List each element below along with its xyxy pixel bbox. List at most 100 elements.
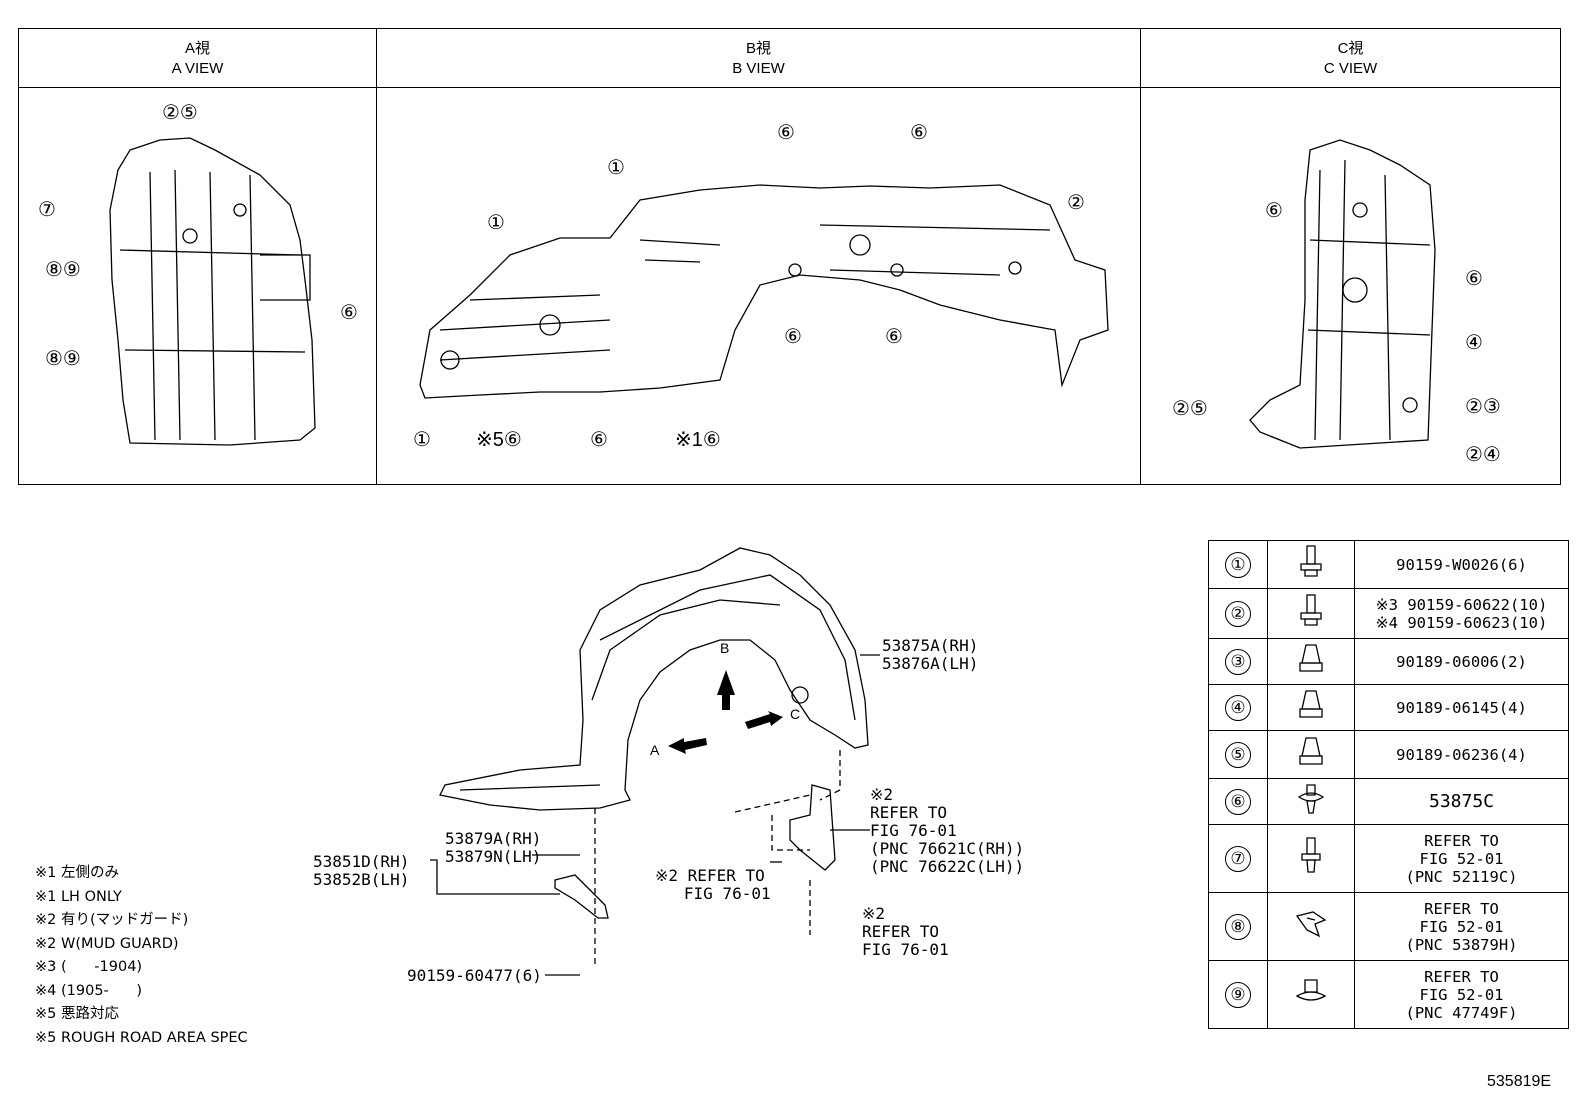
part-number-bolt: 90159-60477(6) — [407, 966, 542, 985]
view-arrows — [668, 670, 783, 754]
callout-c-6: ②④ — [1465, 444, 1501, 466]
view-a-title-en: A VIEW — [171, 60, 224, 77]
legend-number: ⑧ — [1225, 913, 1251, 940]
view-c-panel: C視 C VIEW — [1141, 29, 1560, 484]
legend-row: ③ 90189-06006(2) — [1208, 638, 1569, 685]
callout-b-2: ⑥ — [910, 122, 928, 144]
part-number-main: 53875A(RH) 53876A(LH) — [882, 636, 979, 673]
callout-a-2: ⑦ — [38, 199, 56, 221]
legend-number: ④ — [1225, 694, 1251, 721]
legend-part-number: 90189-06145(4) — [1354, 684, 1569, 731]
note-line: ※2 有り(マッドガード) — [35, 912, 189, 928]
mud-guard-drawing — [789, 784, 836, 871]
callout-c-1: ⑥ — [1265, 200, 1283, 222]
callout-b-11: ※1⑥ — [675, 429, 721, 451]
note-line: ※5 悪路対応 — [35, 1006, 119, 1022]
nut-icon — [1299, 690, 1323, 718]
callout-c-5: ②③ — [1465, 396, 1501, 418]
view-c-header: C視 C VIEW — [1141, 29, 1560, 88]
callout-c-4: ②⑤ — [1172, 398, 1208, 420]
callout-a-1: ②⑤ — [162, 102, 198, 124]
note-line: ※5 ROUGH ROAD AREA SPEC — [35, 1029, 248, 1046]
grommet-icon — [1295, 979, 1327, 1001]
notes-block: ※1 左側のみ ※1 LH ONLY ※2 有り(マッドガード) ※2 W(MU… — [35, 862, 248, 1050]
legend-number: ⑥ — [1225, 788, 1251, 815]
legend-part-number: 53875C — [1354, 778, 1569, 825]
reference-bottom: ※2 REFER TO FIG 76-01 — [862, 904, 949, 959]
view-b-panel: B視 B VIEW — [377, 29, 1141, 484]
nut-icon — [1299, 737, 1323, 765]
legend-row: ⑧ REFER TO FIG 52-01 (PNC 53879H) — [1208, 892, 1569, 961]
legend-part-number: ※3 90159-60622(10) ※4 90159-60623(10) — [1354, 588, 1569, 639]
view-a-panel: A視 A VIEW — [19, 29, 377, 484]
callout-c-2: ⑥ — [1465, 268, 1483, 290]
legend-row: ② ※3 90159-60622(10) ※4 90159-60623(10) — [1208, 588, 1569, 639]
legend-number: ③ — [1225, 648, 1251, 675]
legend-row: ① 90159-W0026(6) — [1208, 540, 1569, 589]
reference-top: ※2 REFER TO FIG 76-01 (PNC 76621C(RH)) (… — [870, 785, 1025, 876]
callout-b-6: ⑥ — [784, 326, 802, 348]
retainer-icon — [1295, 911, 1327, 938]
legend-number: ⑦ — [1225, 845, 1251, 872]
view-a-liner-drawing — [109, 137, 316, 446]
legend-row: ⑦ REFER TO FIG 52-01 (PNC 52119C) — [1208, 824, 1569, 893]
callout-b-10: ⑥ — [590, 429, 608, 451]
arrow-label-c: C — [790, 706, 801, 722]
legend-row: ⑨ REFER TO FIG 52-01 (PNC 47749F) — [1208, 960, 1569, 1029]
callout-b-3: ① — [607, 157, 625, 179]
legend-number: ⑨ — [1225, 981, 1251, 1008]
callout-c-3: ④ — [1465, 332, 1483, 354]
fastener-legend-table: ① 90159-W0026(6) ② ※3 90159-60622(10) ※4… — [1208, 540, 1569, 1029]
legend-row: ⑥ 53875C — [1208, 778, 1569, 825]
view-c-title-en: C VIEW — [1323, 60, 1378, 77]
pin-icon — [1301, 837, 1321, 873]
bolt-icon — [1300, 594, 1322, 626]
view-b-liner-drawing — [419, 184, 1109, 399]
legend-number: ① — [1225, 551, 1251, 578]
view-b-header: B視 B VIEW — [377, 29, 1140, 88]
callout-a-5: ⑥ — [340, 302, 358, 324]
arrow-label-b: B — [720, 640, 730, 656]
nut-icon — [1299, 644, 1323, 672]
callout-a-3: ⑧⑨ — [45, 259, 81, 281]
note-line: ※2 W(MUD GUARD) — [35, 935, 179, 952]
clip-icon — [1297, 784, 1325, 814]
arrow-label-a: A — [650, 742, 660, 758]
legend-number: ⑤ — [1225, 741, 1251, 768]
part-number-seal: 53879A(RH) 53879N(LH) — [445, 829, 542, 866]
note-line: ※3 ( -1904) — [35, 959, 143, 975]
legend-row: ④ 90189-06145(4) — [1208, 684, 1569, 731]
legend-part-number: 90189-06006(2) — [1354, 638, 1569, 685]
note-line: ※1 LH ONLY — [35, 888, 122, 905]
view-b-title-jp: B視 — [745, 40, 771, 57]
callout-b-7: ⑥ — [885, 326, 903, 348]
view-a-header: A視 A VIEW — [19, 29, 376, 88]
legend-part-number: 90159-W0026(6) — [1354, 540, 1569, 589]
legend-row: ⑤ 90189-06236(4) — [1208, 730, 1569, 779]
callout-b-9: ※5⑥ — [476, 429, 522, 451]
view-a-title-jp: A視 — [184, 40, 210, 57]
view-c-title-jp: C視 — [1337, 40, 1364, 57]
legend-number: ② — [1225, 600, 1251, 627]
callout-a-4: ⑧⑨ — [45, 348, 81, 370]
reference-left: ※2 REFER TO FIG 76-01 — [655, 866, 771, 903]
view-b-title-en: B VIEW — [732, 60, 785, 77]
bolt-icon — [1300, 545, 1322, 577]
legend-part-number: 90189-06236(4) — [1354, 730, 1569, 779]
assembly-lines — [594, 750, 841, 965]
legend-part-number: REFER TO FIG 52-01 (PNC 52119C) — [1354, 824, 1569, 893]
views-frame: A視 A VIEW B視 B VIEW C視 C VIEW — [18, 28, 1561, 485]
note-line: ※4 (1905- ) — [35, 982, 143, 999]
part-number-bracket: 53851D(RH) 53852B(LH) — [313, 852, 410, 889]
callout-b-8: ① — [413, 429, 431, 451]
note-line: ※1 左側のみ — [35, 865, 119, 881]
callout-b-5: ② — [1067, 192, 1085, 214]
callout-b-4: ① — [487, 212, 505, 234]
callout-b-1: ⑥ — [777, 122, 795, 144]
drawing-code: 535819E — [1487, 1073, 1552, 1090]
bracket-drawing — [554, 874, 609, 919]
legend-part-number: REFER TO FIG 52-01 (PNC 53879H) — [1354, 892, 1569, 961]
legend-part-number: REFER TO FIG 52-01 (PNC 47749F) — [1354, 960, 1569, 1029]
view-c-liner-drawing — [1249, 139, 1436, 449]
